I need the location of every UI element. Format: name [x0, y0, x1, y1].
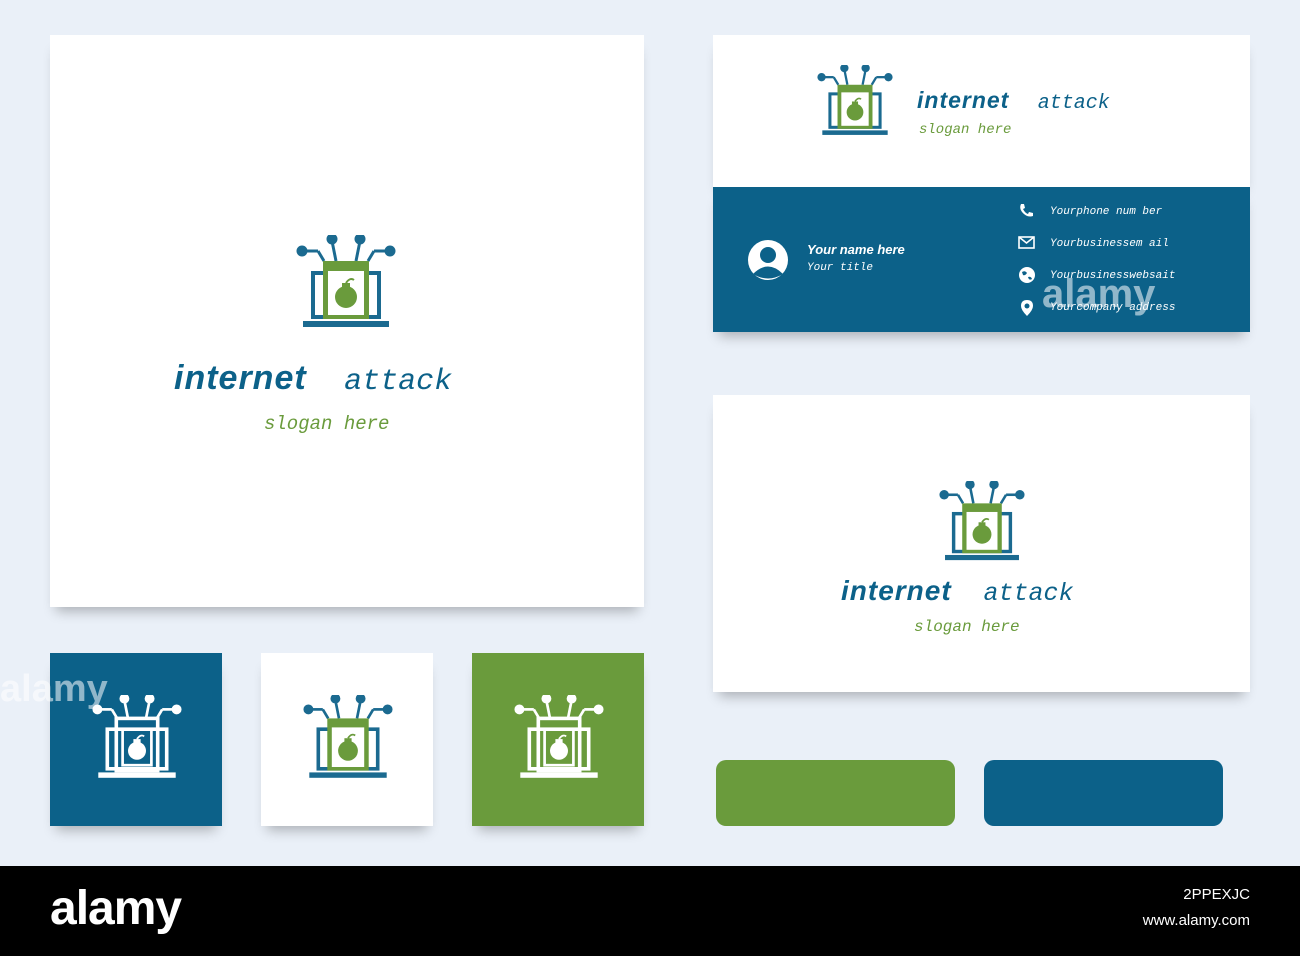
footer-info: 2PPEXJC www.alamy.com: [1143, 882, 1250, 934]
icon-tile-green: [472, 653, 644, 826]
card-title: Your title: [807, 262, 874, 274]
business-card-front: internet attack slogan here: [713, 35, 1250, 187]
brand-word-1: internet: [917, 87, 1010, 113]
brand-slogan: slogan here: [919, 122, 1012, 138]
laptop-bomb-logo-icon: [303, 695, 393, 785]
secondary-logo-card: internet attack slogan here: [713, 395, 1250, 692]
main-logo-card: internet attack slogan here: [50, 35, 644, 607]
location-pin-icon: [1021, 300, 1033, 316]
image-id: 2PPEXJC: [1183, 886, 1250, 903]
color-swatch-green: [716, 760, 955, 826]
card-phone: Yourphone num ber: [1050, 206, 1163, 218]
brand-word-2: attack: [983, 579, 1074, 608]
brand-name: internet attack: [841, 575, 1073, 608]
card-website: Yourbusinesswebsait: [1050, 270, 1176, 282]
laptop-bomb-logo-icon: [817, 65, 893, 141]
card-address: Yourcompany address: [1050, 302, 1176, 314]
color-swatch-blue: [984, 760, 1223, 826]
brand-name: internet attack: [174, 359, 452, 399]
brand-name: internet attack: [917, 87, 1110, 115]
footer-logo: alamy: [50, 882, 182, 935]
globe-icon: [1019, 267, 1035, 283]
card-email: Yourbusinessem ail: [1050, 238, 1169, 250]
laptop-bomb-logo-icon: [296, 235, 396, 335]
brand-word-1: internet: [841, 575, 952, 606]
brand-slogan: slogan here: [264, 413, 390, 435]
icon-tile-blue: [50, 653, 222, 826]
phone-icon: [1020, 204, 1033, 217]
icon-tile-white: [261, 653, 433, 826]
watermark: alamy: [0, 668, 108, 710]
brand-word-2: attack: [1037, 92, 1110, 115]
site-url: www.alamy.com: [1142, 912, 1250, 929]
user-avatar-icon: [748, 240, 788, 280]
brand-word-2: attack: [344, 365, 453, 399]
brand-word-1: internet: [174, 359, 307, 397]
card-name: Your name here: [807, 242, 905, 257]
email-icon: [1018, 236, 1035, 249]
footer-bar: alamy 2PPEXJC www.alamy.com: [0, 866, 1300, 956]
business-card-back: Your name here Your title Yourphone num …: [713, 187, 1250, 332]
watermark: alamy: [1042, 272, 1156, 316]
laptop-bomb-logo-icon: [939, 481, 1025, 567]
laptop-bomb-logo-icon: [514, 695, 604, 785]
brand-slogan: slogan here: [914, 618, 1020, 636]
